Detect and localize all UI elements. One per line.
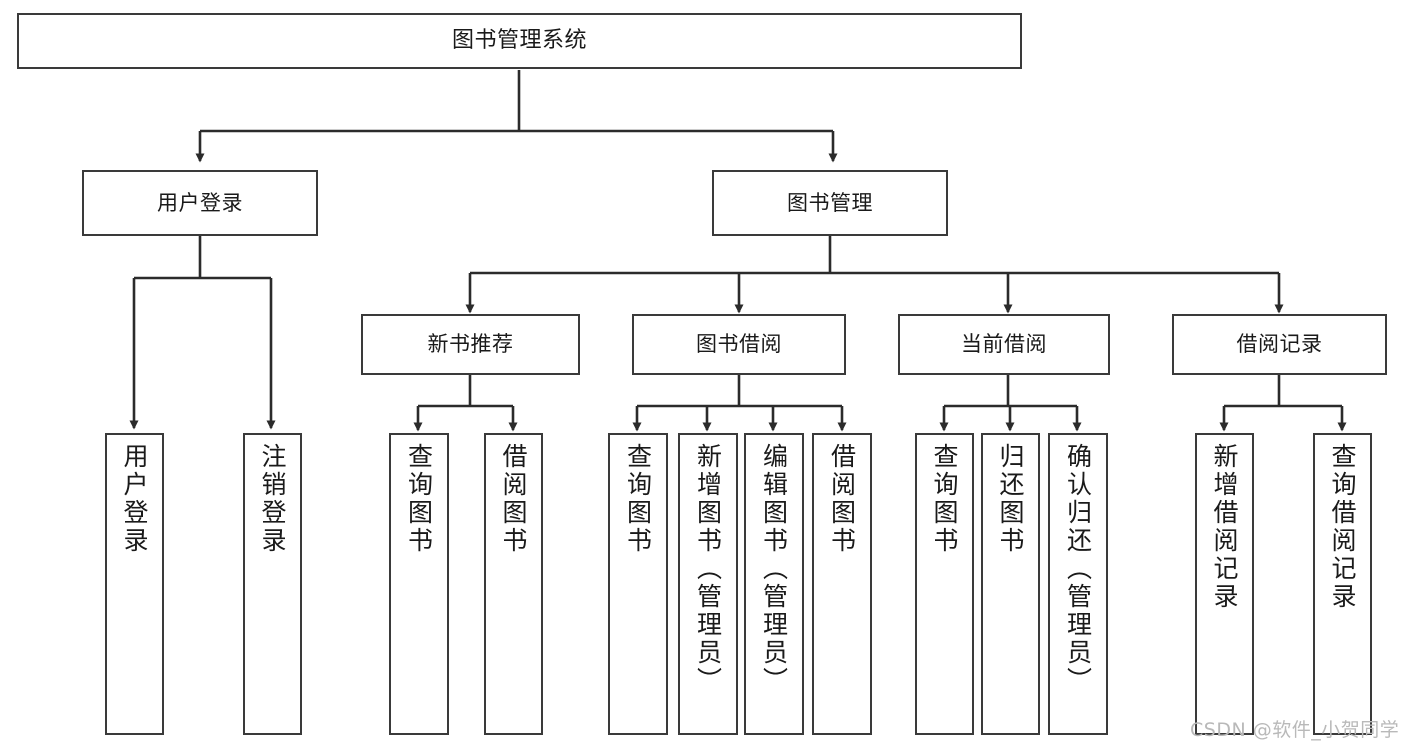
leaf-query-book-1[interactable]: 查询图书 — [389, 433, 449, 735]
node-label: 新增借阅记录 — [1210, 443, 1239, 611]
node-label: 借阅记录 — [1236, 332, 1323, 357]
node-label: 图书管理系统 — [451, 28, 587, 54]
node-label: 借阅图书 — [499, 443, 528, 555]
node-borrow-record[interactable]: 借阅记录 — [1172, 314, 1387, 375]
node-book-borrow[interactable]: 图书借阅 — [632, 314, 846, 375]
node-root[interactable]: 图书管理系统 — [17, 13, 1022, 69]
leaf-confirm-return[interactable]: 确认归还（管理员） — [1048, 433, 1108, 735]
node-label: 借阅图书 — [827, 443, 857, 555]
node-label: 确认归还（管理员） — [1063, 443, 1093, 695]
leaf-query-book-3[interactable]: 查询图书 — [915, 433, 974, 735]
leaf-query-record[interactable]: 查询借阅记录 — [1313, 433, 1372, 735]
node-new-book-recommend[interactable]: 新书推荐 — [361, 314, 580, 375]
leaf-query-book-2[interactable]: 查询图书 — [608, 433, 668, 735]
csdn-watermark: CSDN @软件_小贺同学 — [1190, 719, 1400, 741]
node-label: 新书推荐 — [427, 332, 514, 357]
node-label: 用户登录 — [120, 443, 149, 555]
node-label: 图书管理 — [787, 190, 873, 215]
leaf-edit-book[interactable]: 编辑图书（管理员） — [744, 433, 804, 735]
node-label: 注销登录 — [258, 443, 287, 555]
leaf-add-record[interactable]: 新增借阅记录 — [1195, 433, 1254, 735]
node-label: 查询借阅记录 — [1328, 443, 1357, 611]
leaf-user-login[interactable]: 用户登录 — [105, 433, 164, 735]
leaf-borrow-book-2[interactable]: 借阅图书 — [812, 433, 872, 735]
node-label: 新增图书（管理员） — [693, 443, 723, 695]
node-label: 归还图书 — [996, 443, 1025, 555]
node-label: 查询图书 — [623, 443, 653, 555]
leaf-borrow-book-1[interactable]: 借阅图书 — [484, 433, 543, 735]
node-label: 编辑图书（管理员） — [759, 443, 789, 695]
node-label: 图书借阅 — [696, 332, 782, 357]
leaf-add-book[interactable]: 新增图书（管理员） — [678, 433, 738, 735]
node-current-borrow[interactable]: 当前借阅 — [898, 314, 1110, 375]
node-label: 用户登录 — [157, 190, 243, 215]
node-label: 查询图书 — [930, 443, 959, 555]
leaf-return-book[interactable]: 归还图书 — [981, 433, 1040, 735]
node-user-login[interactable]: 用户登录 — [82, 170, 318, 236]
node-label: 当前借阅 — [961, 332, 1047, 357]
node-label: 查询图书 — [404, 443, 434, 555]
leaf-user-logout[interactable]: 注销登录 — [243, 433, 302, 735]
node-book-manage[interactable]: 图书管理 — [712, 170, 948, 236]
